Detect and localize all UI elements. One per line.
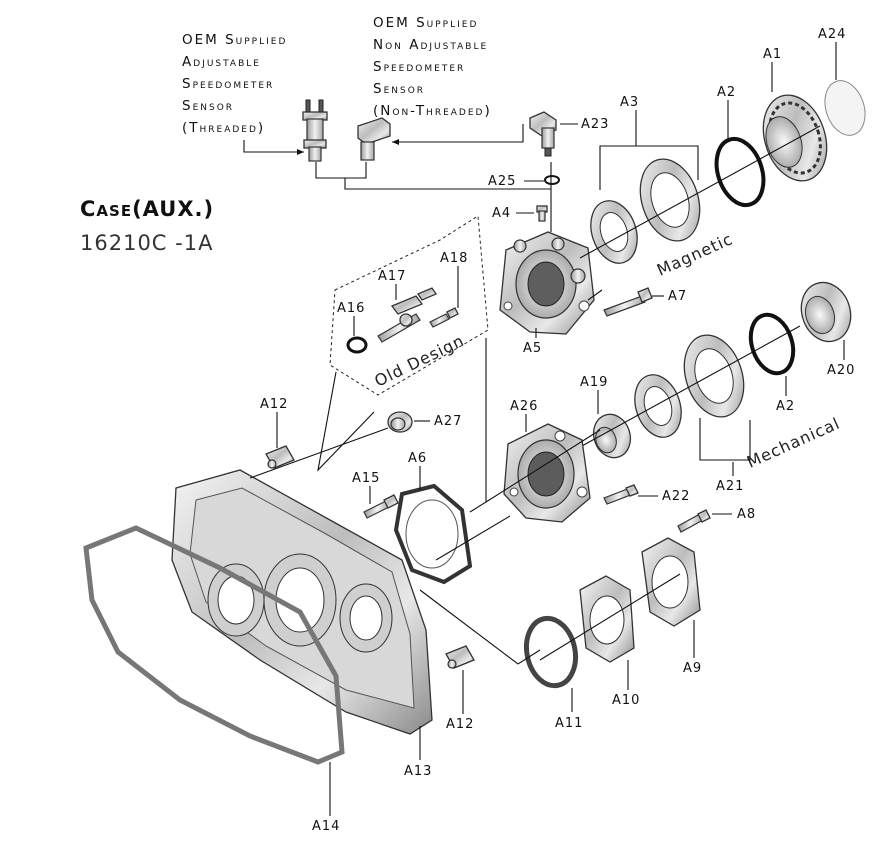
bolt-a4: [536, 205, 548, 222]
note-non-adjustable-sensor: OEM Supplied Non Adjustable Speedometer …: [373, 15, 492, 119]
callout-a27: A27: [434, 414, 462, 429]
bracket-a21: [699, 418, 751, 461]
note-line: Adjustable: [182, 54, 261, 70]
note-line: Sensor: [182, 98, 234, 114]
arrow-head: [297, 149, 304, 155]
case-bore: [339, 583, 393, 653]
note-line: Sensor: [373, 81, 425, 97]
note-adjustable-sensor: OEM Supplied Adjustable Speedometer Sens…: [182, 32, 287, 136]
callout-a12-bottom: A12: [446, 717, 474, 732]
callout-a20: A20: [827, 363, 855, 378]
seal-a21-outer-bore: [694, 348, 734, 404]
seal-a21-inner-bore: [643, 386, 673, 426]
note-line: (Threaded): [182, 120, 265, 136]
plug-a27: [387, 411, 413, 433]
callout-a10: A10: [612, 693, 640, 708]
housing-a26: [503, 423, 591, 523]
washer-a24: [824, 80, 866, 136]
callout-a9: A9: [683, 661, 702, 676]
callout-a6: A6: [408, 451, 427, 466]
leader-line: [315, 162, 367, 179]
callout-a5: A5: [523, 341, 542, 356]
bolt-a15: [363, 494, 399, 519]
callout-a14: A14: [312, 819, 340, 834]
part-number: 16210C -1A: [80, 231, 213, 255]
bracket-a3: [599, 145, 699, 190]
bearing-a1: [762, 94, 828, 182]
callout-a16: A16: [337, 301, 365, 316]
callout-a15: A15: [352, 471, 380, 486]
leader-line: [587, 289, 603, 301]
callout-a12-top: A12: [260, 397, 288, 412]
bushing-a19: [592, 413, 632, 459]
group-label-mechanical: Mechanical: [744, 414, 843, 472]
non-adjustable-speedometer-sensor: [357, 117, 391, 161]
note-line: (Non-Threaded): [373, 103, 492, 119]
plate-a9: [641, 537, 701, 627]
leader-line: [249, 427, 389, 479]
sensor-a23: [529, 111, 557, 157]
callout-a3: A3: [620, 95, 639, 110]
housing-a5: [499, 231, 595, 335]
old-design-box: [329, 215, 489, 396]
callout-a1: A1: [763, 47, 782, 62]
gasket-a11: [523, 615, 579, 689]
callout-a22: A22: [662, 489, 690, 504]
bolt-a8: [677, 509, 711, 533]
leader-line: [469, 338, 487, 513]
note-line: Speedometer: [373, 59, 465, 75]
o-ring-a25: [544, 175, 560, 185]
bolt-a22: [603, 484, 639, 505]
callout-a26: A26: [510, 399, 538, 414]
callout-a25: A25: [488, 174, 516, 189]
seal-a3-inner-bore: [599, 212, 629, 252]
leader-line: [419, 589, 541, 665]
leader-line: [317, 371, 375, 472]
callout-a4: A4: [492, 206, 511, 221]
note-line: OEM Supplied: [373, 15, 478, 31]
leader-line: [485, 429, 601, 503]
callout-a2-top: A2: [717, 85, 736, 100]
callout-labels: A1 A24 A2 A3 A23 A25 A4 A7 A5 A18 A17 A1…: [260, 27, 855, 834]
case-a13: [171, 469, 433, 735]
o-ring-a2-top: [714, 136, 766, 208]
callout-a11: A11: [555, 716, 583, 731]
note-line: OEM Supplied: [182, 32, 287, 48]
axis-line: [579, 125, 821, 259]
callout-a18: A18: [440, 251, 468, 266]
callout-a2-bottom: A2: [776, 399, 795, 414]
callout-a8: A8: [737, 507, 756, 522]
leader-line: [344, 162, 552, 190]
diagram-title: Case(AUX.): [80, 197, 214, 221]
axis-line: [559, 325, 801, 459]
case-bore: [263, 553, 337, 647]
adjustable-speedometer-sensor: [302, 99, 328, 162]
axis-line: [539, 573, 681, 661]
gasket-a14: [83, 525, 345, 765]
bracket-a12-top: [265, 445, 295, 469]
leader-line: [243, 140, 304, 153]
bolt-a18: [417, 287, 459, 328]
o-ring-a16: [346, 336, 368, 354]
callout-a21: A21: [716, 479, 744, 494]
callout-a17: A17: [378, 269, 406, 284]
callout-a7: A7: [668, 289, 687, 304]
callout-a13: A13: [404, 764, 432, 779]
note-line: Non Adjustable: [373, 37, 488, 53]
leader-line: [435, 515, 511, 561]
bolt-a7: [603, 287, 653, 317]
callout-a23: A23: [581, 117, 609, 132]
gasket-a6: [393, 483, 473, 585]
sensor-a17: [377, 295, 424, 343]
leader-line: [392, 124, 524, 143]
arrow-head: [392, 139, 399, 145]
callout-a24: A24: [818, 27, 846, 42]
callout-a19: A19: [580, 375, 608, 390]
bracket-a12-bottom: [445, 645, 475, 669]
bearing-a20: [800, 281, 852, 343]
note-line: Speedometer: [182, 76, 274, 92]
o-ring-a2-bottom: [748, 312, 796, 376]
